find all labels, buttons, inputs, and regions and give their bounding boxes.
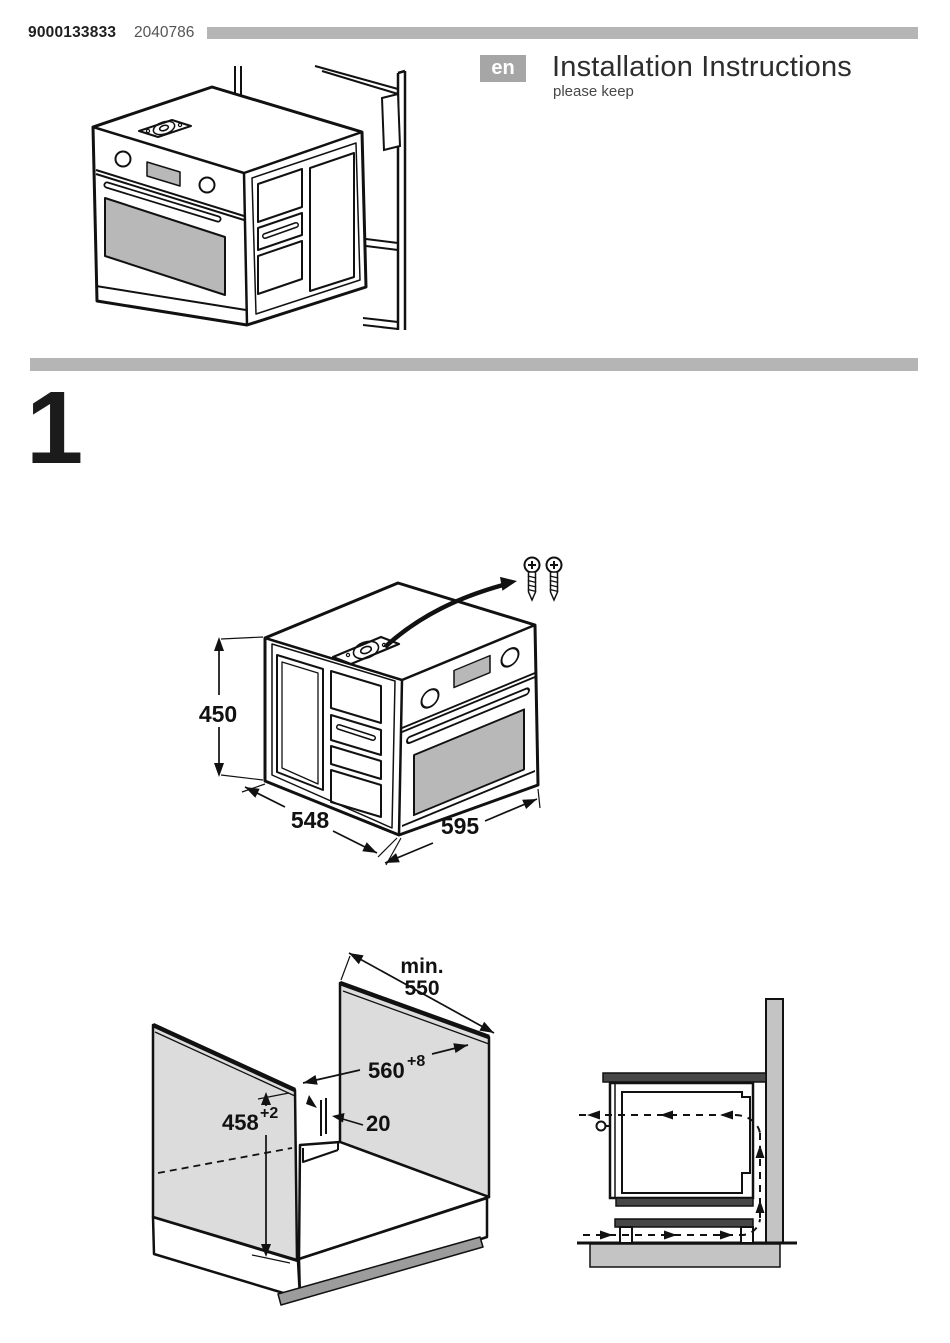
oven-side-panels [271, 643, 396, 829]
door-handle [595, 1120, 607, 1132]
figure-ventilation-cross-section [577, 998, 797, 1268]
oven-width-label: 595 [441, 813, 480, 839]
screw-icon [523, 556, 541, 602]
countertop [602, 1072, 767, 1083]
product-number: 9000133833 [28, 24, 117, 41]
control-knob [420, 688, 440, 709]
niche-floor [297, 1140, 491, 1261]
airflow-in-arrows [600, 1230, 733, 1240]
dimension-niche-depth: min. 550 [340, 952, 495, 1034]
cabinet-frame [234, 65, 407, 330]
screw-icon [545, 556, 563, 602]
oven-side-panels [251, 142, 361, 315]
airflow-out-arrows [587, 1110, 733, 1120]
page-subtitle: please keep [553, 83, 634, 100]
niche-height-tolerance: +2 [260, 1105, 278, 1122]
dimension-height: 450 [199, 636, 264, 781]
niche-depth-min-label: min. [400, 955, 443, 978]
oven-depth-label: 548 [291, 807, 330, 833]
niche-width-label: 560 [368, 1058, 405, 1083]
fan-cutout [138, 119, 192, 138]
plinth-shadow [277, 1236, 484, 1306]
door-window [413, 708, 525, 817]
document-code: 2040786 [134, 24, 195, 41]
header-bar [207, 27, 918, 39]
plinth-trim [614, 1218, 754, 1228]
door-window [104, 197, 226, 296]
oven-height-label: 450 [199, 701, 237, 727]
step-number: 1 [26, 370, 84, 485]
language-badge: en [480, 55, 526, 82]
figure-oven-install [91, 65, 407, 330]
niche-height-label: 458 [222, 1110, 259, 1135]
direction-arrow [383, 576, 517, 649]
control-knob [198, 176, 216, 194]
wall [765, 998, 784, 1244]
niche-width-tolerance: +8 [407, 1053, 425, 1070]
dimension-niche-height: 458 +2 [222, 1092, 291, 1264]
oven-isometric-rear [263, 581, 540, 837]
figure-niche-dimensions: min. 550 560 +8 458 +2 20 [151, 952, 495, 1306]
oven-front-face [402, 647, 535, 827]
cable-notch [302, 1095, 339, 1163]
dimension-depth: 548 [241, 783, 398, 858]
dimension-notch: 20 [332, 1111, 390, 1136]
notch-width-label: 20 [366, 1111, 390, 1136]
dimension-niche-width: 560 +8 [302, 1043, 469, 1085]
floor-ground [589, 1243, 781, 1268]
niche-depth-value-label: 550 [404, 977, 439, 1000]
display [146, 161, 181, 187]
airflow-path [579, 1110, 765, 1240]
oven-section [595, 1081, 755, 1244]
dimension-width: 595 [384, 788, 541, 866]
display [453, 654, 491, 689]
control-knob [500, 647, 520, 668]
section-divider [30, 358, 918, 371]
page-title: Installation Instructions [552, 51, 852, 83]
figure-oven-dimensions: 450 548 595 [199, 556, 563, 866]
door-handle [103, 181, 222, 223]
control-knob [114, 150, 132, 168]
oven-isometric [91, 85, 368, 327]
hidden-edge-dashed [157, 1147, 293, 1174]
